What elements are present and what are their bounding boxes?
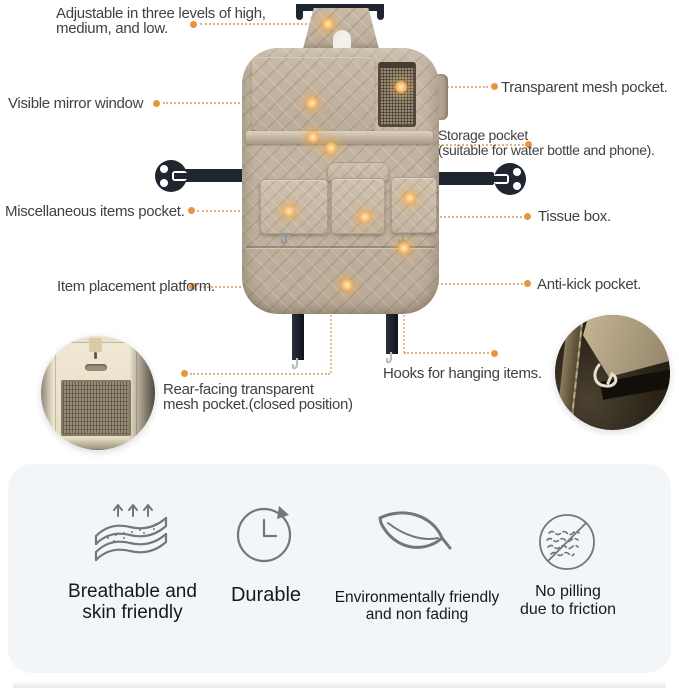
photo-shadow	[41, 336, 53, 450]
leader-line-adjustable	[200, 23, 319, 25]
leader-line-rear	[190, 373, 330, 375]
photo-shadow	[129, 336, 155, 450]
callout-mesh-label: Transparent mesh pocket.	[501, 79, 668, 96]
storage-pocket	[391, 177, 437, 233]
item-placement-platform	[246, 131, 433, 144]
mesh-panel-in-photo	[61, 380, 131, 436]
leaf-icon	[378, 511, 452, 550]
hook-closeup-photo	[555, 315, 670, 430]
bottom-strap-left	[292, 300, 304, 360]
clock-durability-icon	[236, 506, 292, 563]
feature-dot-platform	[305, 129, 321, 145]
label-dot-platform	[189, 283, 196, 290]
callout-platform-label: Item placement platform.	[57, 278, 215, 295]
callout-tissue-label: Tissue box.	[538, 208, 611, 225]
label-dot-storage	[525, 141, 532, 148]
feature-dot-tissue	[357, 209, 373, 225]
strap-arch-cutout	[333, 30, 351, 49]
headrest-bar-left	[184, 169, 250, 182]
leader-line-tissue	[372, 216, 522, 218]
strap-pin-in-photo	[94, 352, 97, 359]
label-dot-rear	[181, 370, 188, 377]
metal-hook-in-photo	[593, 363, 618, 388]
label-dot-misc	[188, 207, 195, 214]
rod-hook-left	[296, 4, 303, 20]
callout-antikick-label: Anti-kick pocket.	[537, 276, 642, 293]
feature-dot-right-pocket	[402, 190, 418, 206]
headrest-bar-right	[430, 172, 494, 185]
callout-mirror-label: Visible mirror window	[8, 95, 144, 112]
leader-line-misc	[197, 210, 280, 212]
feature-dot-misc	[281, 203, 297, 219]
no-pilling-icon	[539, 514, 595, 570]
feature-dot-storage	[323, 140, 339, 156]
feature-label-durable: Durable	[230, 584, 302, 606]
headrest-rod	[296, 4, 384, 11]
strap-hook-right	[385, 352, 393, 364]
leader-line-hooks	[404, 352, 489, 354]
callout-adjustable-label: Adjustable in three levels of high,mediu…	[56, 5, 266, 37]
anti-kick-panel-seam	[246, 246, 435, 248]
breathable-fabric-icon	[94, 504, 168, 562]
organizer-body	[242, 48, 439, 314]
strap-in-photo	[89, 338, 102, 352]
label-dot-mirror	[153, 100, 160, 107]
label-dot-adjustable	[190, 21, 197, 28]
feature-dot-adjustable	[320, 16, 336, 32]
hanging-hook-left-icon	[280, 233, 292, 244]
feature-dot-hooks	[396, 240, 412, 256]
page-bottom-edge	[13, 681, 666, 688]
transparent-mesh-pocket	[378, 62, 416, 127]
headrest-bracket-left	[155, 160, 188, 192]
label-dot-tissue	[524, 213, 531, 220]
strap-hook-left	[291, 358, 299, 370]
label-dot-mesh	[491, 83, 498, 90]
label-dot-antikick	[524, 280, 531, 287]
leader-line-mirror	[163, 102, 303, 104]
label-dot-hooks	[491, 350, 498, 357]
headrest-bracket-right	[493, 163, 526, 195]
photo-shadow	[41, 438, 155, 450]
seat-organizer-illustration: Adjustable in three levels of high,mediu…	[5, 4, 670, 450]
leader-line-mesh	[408, 86, 488, 88]
mirror-window-flap	[252, 57, 374, 133]
stitched-edge-in-photo	[555, 315, 585, 430]
feature-dot-mirror	[304, 95, 320, 111]
feature-dot-mesh	[393, 79, 409, 95]
callout-storage-label: Storage pocket(suitable for water bottle…	[438, 127, 655, 158]
callout-misc-label: Miscellaneous items pocket.	[5, 203, 185, 220]
handle-slot-in-photo	[85, 364, 107, 371]
tissue-box-pocket	[331, 178, 385, 234]
rear-mesh-closeup-photo	[41, 336, 155, 450]
feature-dot-antikick	[339, 277, 355, 293]
leader-line-antikick	[437, 283, 523, 285]
callout-hooks-label: Hooks for hanging items.	[383, 365, 542, 382]
rod-hook-right	[377, 4, 384, 20]
